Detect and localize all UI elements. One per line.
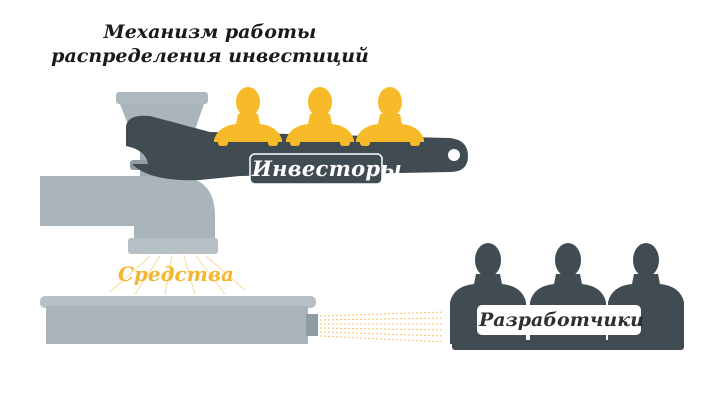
investor-person-icon — [356, 87, 424, 146]
basin — [40, 296, 318, 344]
investors-group — [214, 87, 424, 146]
basin-rim — [40, 296, 316, 308]
title-line-1: Механизм работы — [103, 21, 317, 43]
title-line-2: распределения инвестиций — [51, 45, 369, 67]
basin-body — [46, 306, 308, 344]
investors-label: Инвесторы — [252, 156, 403, 181]
funds-rays — [109, 255, 246, 295]
faucet-pipe — [40, 176, 215, 238]
investor-person-icon — [214, 87, 282, 146]
funds-label: Средства — [118, 262, 234, 286]
flow-lines — [319, 311, 445, 343]
wrench-hole — [448, 149, 460, 161]
faucet-spout — [128, 238, 218, 254]
developers-label: Разработчики — [479, 309, 644, 331]
investors-label-plate — [249, 153, 383, 185]
basin-outlet — [306, 314, 318, 336]
hopper-rim — [116, 92, 208, 104]
diagram-title: Механизм работы распределения инвестиций — [40, 20, 380, 68]
developers-label-plate — [477, 305, 641, 335]
investor-person-icon — [286, 87, 354, 146]
developers-desk — [452, 340, 684, 350]
